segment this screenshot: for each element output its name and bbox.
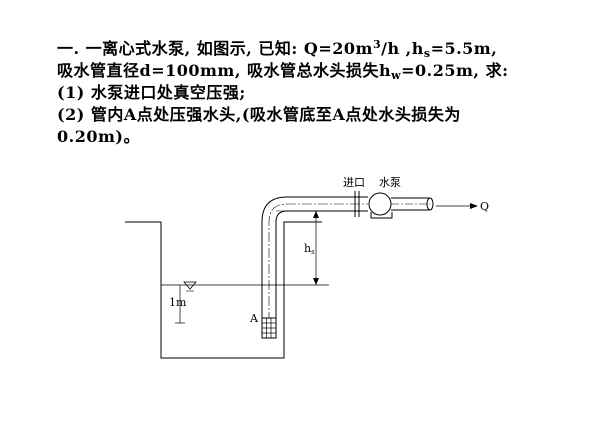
suction-pipe-inner-wall [275,210,368,318]
pump-label: 水泵 [379,176,401,189]
water-level-marker [183,281,197,290]
question-1: (1) 水泵进口处真空压强; [57,83,246,102]
hs-arrow-bottom [313,278,319,285]
flow-arrow-head [470,203,478,209]
question-2-continued: 0.20m)。 [57,127,140,146]
point-a-label: A [249,312,259,325]
pump-base [370,212,393,219]
inlet-label: 进口 [343,176,365,189]
tank-outline [125,221,322,359]
problem-statement: 一. 一离心式水泵, 如图示, 已知: Q=20m3/h ,hs=5.5m, 吸… [57,38,587,148]
pipe-centerline [268,203,368,322]
hs-label: hs [304,242,315,256]
hs-arrow-top [313,211,319,218]
suction-pipe-outer-wall [261,196,368,318]
flow-label: Q [480,200,489,213]
depth-label: 1m [169,296,187,309]
problem-line-1: 一. 一离心式水泵, 如图示, 已知: Q=20m3/h ,hs=5.5m, [57,38,498,60]
problem-line-2: 吸水管直径d=100mm, 吸水管总水头损失hw=0.25m, 求: [57,61,509,82]
question-2: (2) 管内A点处压强水头,(吸水管底至A点处水头损失为 [57,105,461,124]
pump-body [368,192,392,216]
